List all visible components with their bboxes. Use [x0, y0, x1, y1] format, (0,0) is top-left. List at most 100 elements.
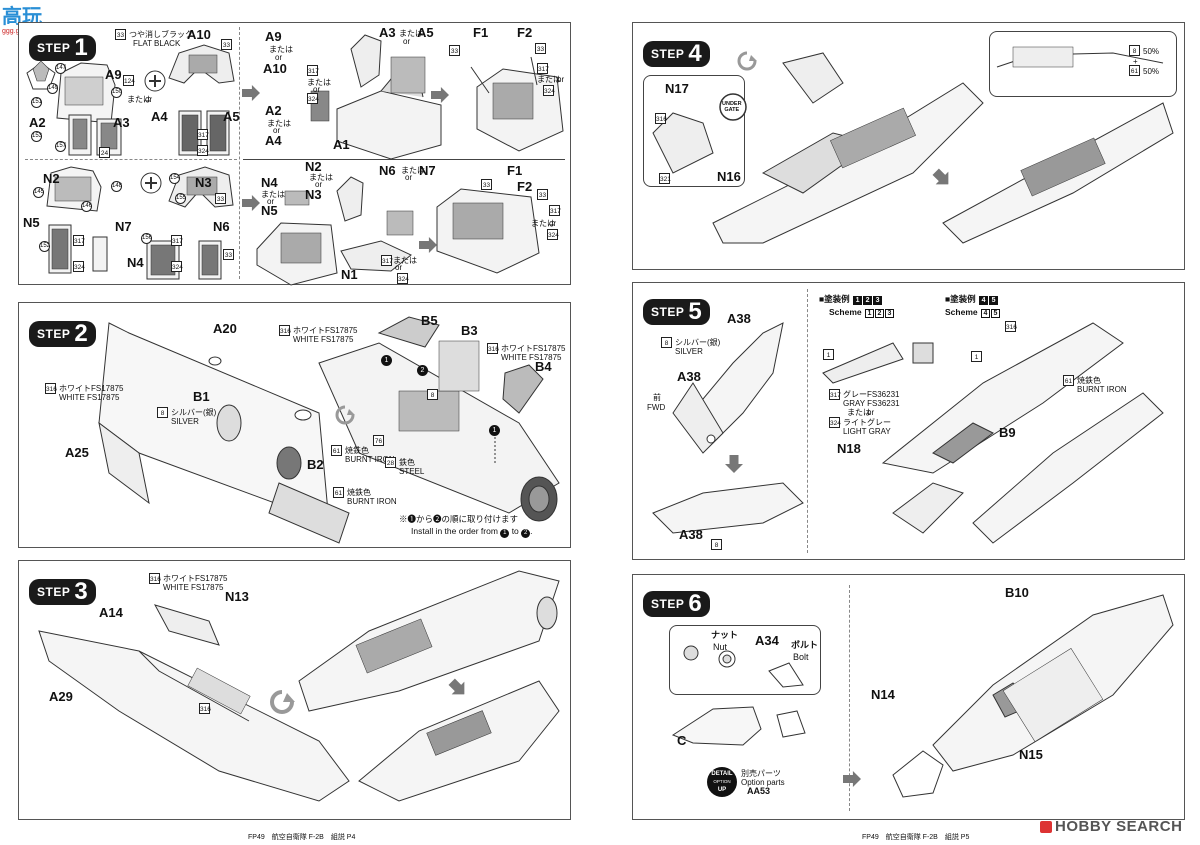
- detail-word-3: UP: [717, 787, 727, 793]
- flat-black-jp: つや消しブラック: [129, 30, 193, 39]
- or-en: or: [267, 197, 275, 206]
- step5-badge: STEP 5: [643, 299, 710, 325]
- paint-number: 1: [823, 349, 834, 360]
- silver-jp: シルバー(銀): [675, 338, 721, 347]
- or-en: or: [145, 95, 153, 104]
- scheme-a-jp: ■塗装例: [819, 294, 850, 304]
- white-jp: ホワイトFS17875: [501, 344, 566, 353]
- fwd-en: FWD: [647, 403, 666, 412]
- label-n3b: N3: [305, 187, 322, 202]
- burnt-en: BURNT IRON: [1077, 385, 1127, 394]
- nut-en: Nut: [713, 642, 728, 652]
- paint-number: 33: [221, 39, 232, 50]
- scheme-b-jp: ■塗装例: [945, 294, 976, 304]
- paint-number: 324: [547, 229, 559, 240]
- detail-word-2: OPTION: [713, 779, 731, 784]
- footer-left: FP49 航空自衛隊 F-2B 組説 P4: [248, 834, 356, 841]
- paint-number: 316: [199, 703, 211, 714]
- next-arrow-icon: [725, 455, 743, 473]
- next-arrow-icon: [242, 195, 260, 211]
- paint-number: 324: [171, 261, 183, 272]
- paint-number: 317: [307, 65, 319, 76]
- step-number: 2: [74, 320, 88, 347]
- or-jp: または: [269, 45, 293, 54]
- gray-jp: グレーFS36231: [843, 390, 900, 399]
- scheme-tag: 1: [853, 296, 863, 305]
- white-jp: ホワイトFS17875: [59, 384, 124, 393]
- label-a9b: A9: [265, 29, 282, 44]
- burnt-jp: 焼鉄色: [345, 446, 369, 455]
- option-part: AA53: [747, 786, 771, 796]
- silver-en: SILVER: [171, 417, 199, 426]
- scheme-tag: 3: [884, 309, 894, 318]
- label-f2b: F2: [517, 179, 533, 194]
- step6-panel: STEP 6 ナット Nut A34 ボルト Bolt C DETAIL OPT…: [632, 574, 1185, 820]
- or-en: or: [313, 85, 321, 94]
- white-en: WHITE FS17875: [293, 335, 354, 344]
- label-n4b: N4: [261, 175, 278, 190]
- paint-number: 157: [55, 141, 66, 152]
- gray-en: GRAY FS36231: [843, 399, 900, 408]
- silver-en: SILVER: [675, 347, 703, 356]
- mix-paint-b-pct: 50%: [1143, 67, 1160, 76]
- order-note-en-b: to: [511, 526, 519, 536]
- step2-panel: STEP 2 A20 A25 B1 B2 B5 B3 B4 316 ホワイトFS…: [18, 302, 571, 548]
- label-a4: A4: [151, 109, 168, 124]
- paint-number: 316: [1005, 321, 1017, 332]
- step1-panel: STEP 1 33 つや消しブラック FLAT BLACK A10 A9 A2 …: [18, 22, 571, 286]
- footer-right: FP49 航空自衛隊 F-2B 組説 P5: [862, 834, 970, 841]
- or-en: or: [275, 53, 283, 62]
- or-en: or: [273, 126, 281, 135]
- or-jp: または: [307, 78, 331, 87]
- paint-number: 316: [279, 325, 291, 336]
- paint-number: 155: [175, 193, 186, 204]
- step3-badge: STEP 3: [29, 579, 96, 605]
- label-a38b: A38: [677, 369, 701, 384]
- paint-number: 150: [111, 87, 122, 98]
- paint-number: 149: [47, 83, 58, 94]
- white-en: WHITE FS17875: [59, 393, 120, 402]
- white-jp: ホワイトFS17875: [293, 326, 358, 335]
- order-note-jp: ※❶から❷の順に取り付けます: [399, 514, 519, 524]
- cockpit-tub-assembly-art: [310, 34, 564, 160]
- paint-number: 317: [197, 129, 209, 140]
- or-jp: または: [309, 173, 333, 182]
- order-marker-2: 2: [521, 529, 531, 538]
- step-word: STEP: [651, 47, 685, 61]
- step-word: STEP: [37, 41, 71, 55]
- scheme-tag: 2: [863, 296, 873, 305]
- mix-paint-a-pct: 50%: [1143, 47, 1160, 56]
- label-n17: N17: [665, 81, 689, 96]
- rotate-view-icon: [737, 51, 757, 71]
- brand-mark-icon: [1040, 820, 1052, 833]
- step3-panel: STEP 3 A14 A29 N13 316 ホワイトFS17875 WHITE…: [18, 560, 571, 820]
- lgray-en: LIGHT GRAY: [843, 427, 891, 436]
- brand-logo: HOBBY SEARCH: [1040, 818, 1182, 835]
- label-n1: N1: [341, 267, 358, 282]
- rotate-view-icon: [270, 690, 295, 714]
- brand-text: HOBBY SEARCH: [1055, 818, 1183, 835]
- divider: [239, 27, 240, 279]
- step4-panel: STEP 4 N17 N16 UNDER GATE 316 321 8 50% …: [632, 22, 1185, 270]
- white-en: WHITE FS17875: [163, 583, 224, 592]
- step-word: STEP: [37, 327, 71, 341]
- option-en: Option parts: [741, 778, 785, 787]
- scheme-tag: 2: [874, 309, 884, 318]
- label-a14: A14: [99, 605, 123, 620]
- paint-number: 148: [111, 181, 122, 192]
- label-a38: A38: [727, 311, 751, 326]
- detail-word-1: DETAIL: [711, 771, 733, 777]
- forward-fuselage-art: [38, 570, 560, 802]
- option-jp: 別売パーツ: [741, 769, 781, 778]
- scheme-tag: 5: [989, 296, 999, 305]
- label-a10b: A10: [263, 61, 287, 76]
- mix-plus: +: [1133, 57, 1138, 66]
- cockpit-tub-n-assembly-art: [256, 176, 540, 286]
- label-n4: N4: [127, 255, 144, 270]
- step-word: STEP: [37, 585, 71, 599]
- paint-number: 33: [115, 29, 126, 40]
- label-b1: B1: [193, 389, 210, 404]
- label-a5: A5: [223, 109, 240, 124]
- label-n13: N13: [225, 589, 249, 604]
